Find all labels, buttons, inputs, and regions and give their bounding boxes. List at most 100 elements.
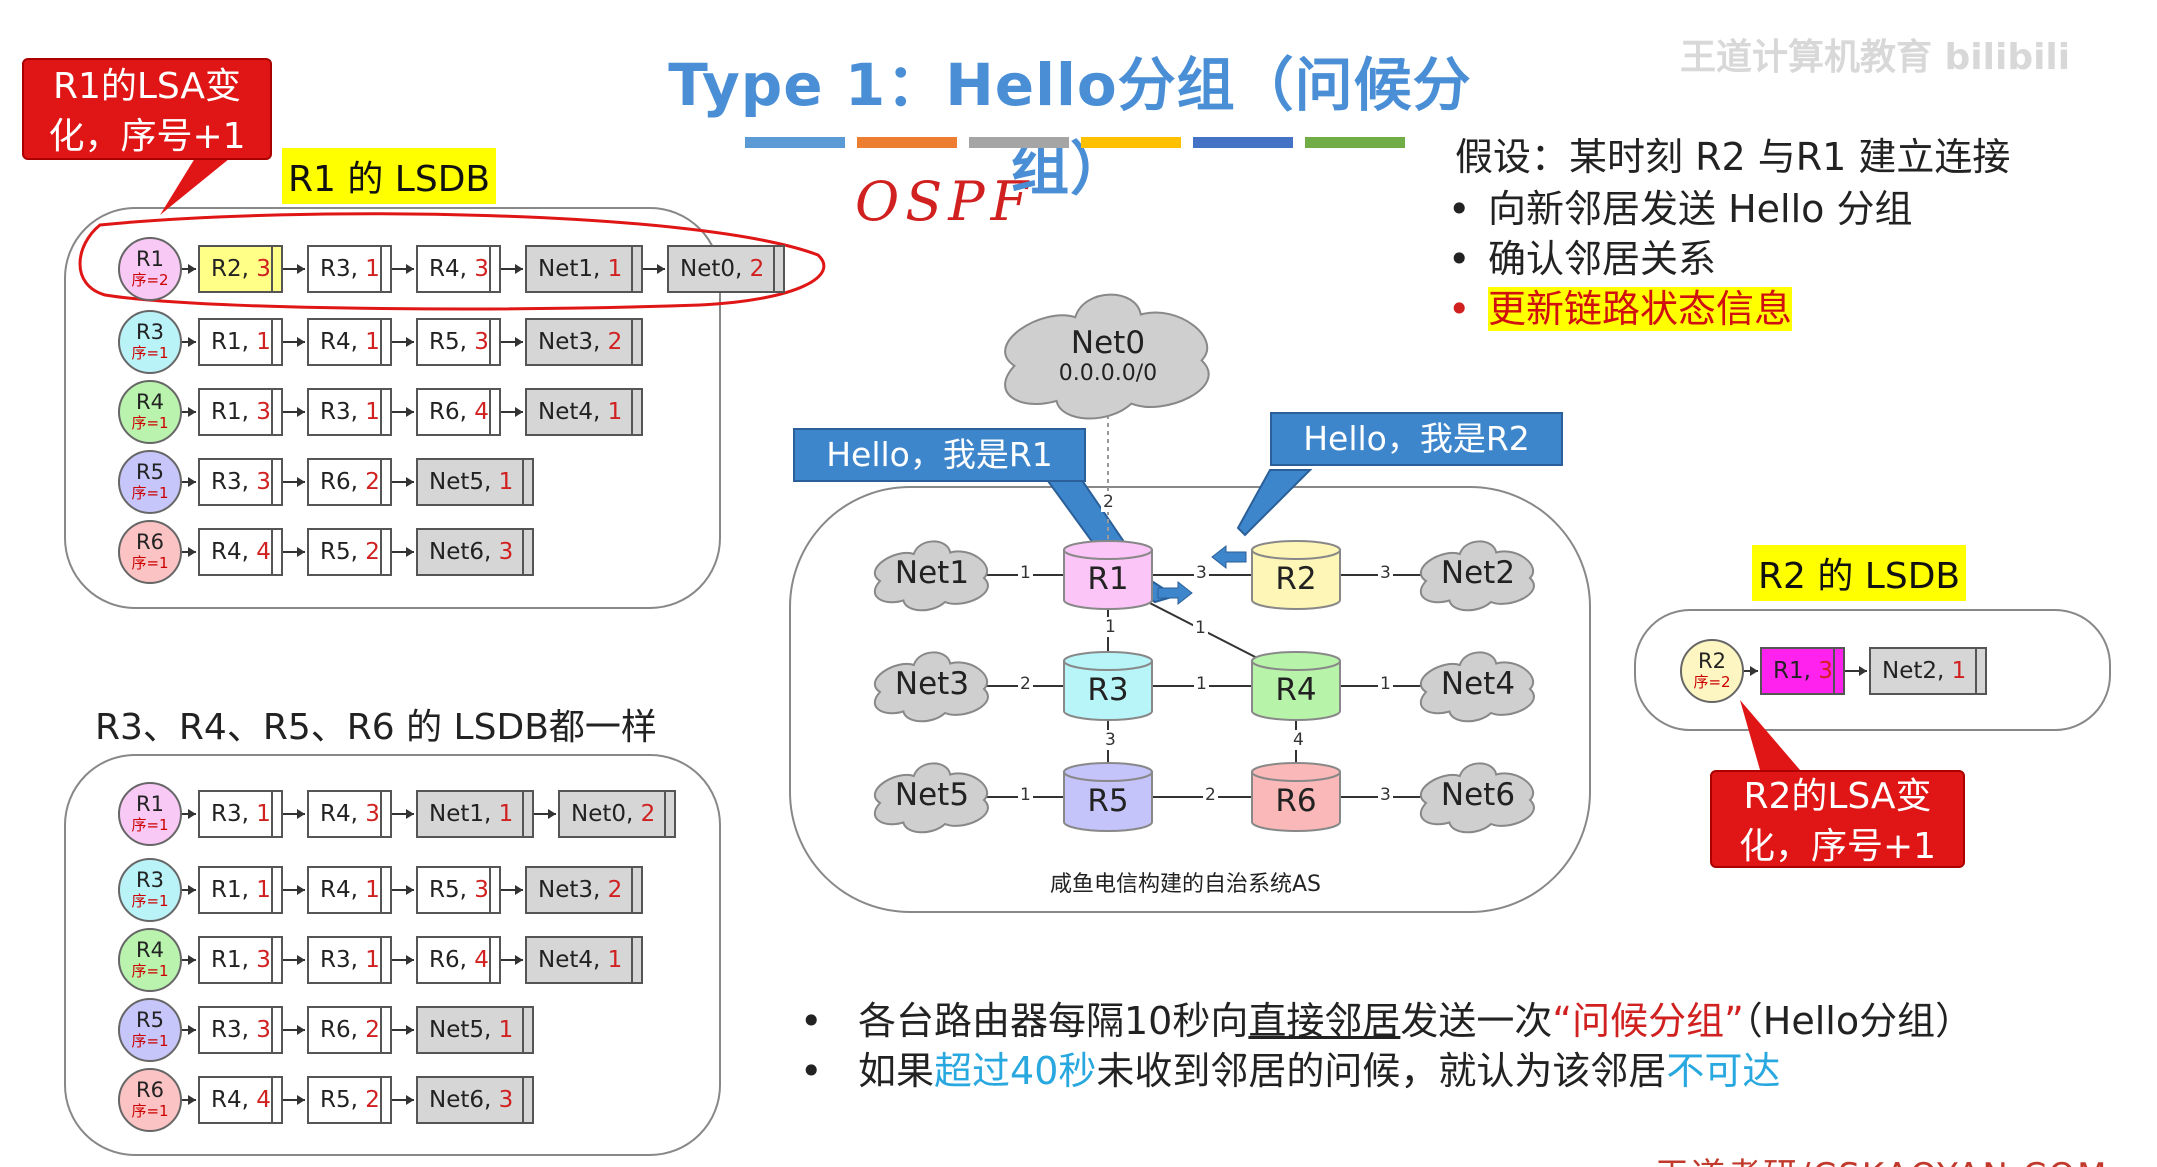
lsa-entry: R4, 3: [307, 790, 392, 838]
lsa-neighbor: R2,: [211, 256, 257, 282]
lsa-entry: Net3, 2: [525, 866, 643, 914]
sequence-number: 序=1: [131, 484, 169, 502]
lsa-entry: R4, 4: [198, 528, 283, 576]
note1-b: 直接邻居: [1248, 999, 1401, 1043]
cloud-net5: [873, 762, 989, 834]
step-3: •更新链路状态信息: [1448, 287, 1793, 331]
lsa-neighbor: R3,: [211, 1017, 257, 1043]
net0-name: Net0: [1070, 325, 1146, 361]
arrow-head: [406, 885, 414, 895]
lsa-entry: R1, 3: [1760, 647, 1845, 695]
arrow-head: [297, 955, 305, 965]
lsa-cost: 3: [256, 947, 271, 973]
lsa-entry: R3, 1: [307, 936, 392, 984]
sequence-number: 序=1: [131, 1032, 169, 1050]
lsa-neighbor: R1,: [211, 947, 257, 973]
lsa-entry: Net4, 1: [525, 936, 643, 984]
callout-r2: R2的LSA变化，序号+1: [1710, 770, 1965, 868]
lsa-cost: 4: [256, 539, 271, 565]
assumption-text: 假设：某时刻 R2 与R1 建立连接: [1455, 135, 2011, 179]
lsa-cost: 1: [607, 947, 623, 973]
lsa-neighbor: R4,: [320, 329, 366, 355]
timeout-note: •如果超过40秒未收到邻居的问候，就认为该邻居不可达: [800, 1049, 1781, 1093]
step-1: •向新邻居发送 Hello 分组: [1448, 187, 1913, 231]
router-cylinder-top: [1063, 540, 1153, 560]
arrow-head: [406, 1025, 414, 1035]
lsa-neighbor: R4,: [429, 256, 475, 282]
lsa-entry: Net3, 2: [525, 318, 643, 366]
link-cost: 1: [1378, 674, 1393, 694]
lsa-entry: R1, 3: [198, 936, 283, 984]
lsa-cost: 1: [607, 399, 623, 425]
lsa-entry: R6, 2: [307, 458, 392, 506]
lsa-neighbor: R4,: [320, 801, 366, 827]
sequence-number: 序=2: [1693, 673, 1731, 691]
link-cost: 3: [1103, 730, 1118, 750]
link-cost: 1: [1018, 785, 1033, 805]
cloud-label: Net4: [1440, 666, 1516, 702]
arrow-head: [297, 547, 305, 557]
lsa-cost: 2: [365, 1087, 380, 1113]
router-label: R6: [1275, 783, 1317, 819]
lsa-cost: 1: [1951, 658, 1967, 684]
lsa-entry: Net6, 3: [416, 528, 534, 576]
lsa-entry: R4, 1: [307, 866, 392, 914]
lsa-cost: 1: [365, 877, 380, 903]
lsa-entry: R5, 2: [307, 1076, 392, 1124]
lsa-entry: R3, 3: [198, 458, 283, 506]
lsa-entry: Net0, 2: [558, 790, 676, 838]
arrow-head: [188, 1025, 196, 1035]
link-cost: 1: [1193, 618, 1208, 638]
color-bar-segment: [1305, 137, 1405, 148]
lsa-neighbor: R6,: [429, 947, 475, 973]
lsa-neighbor: Net5,: [429, 469, 499, 495]
cloud-net2: [1419, 540, 1535, 612]
lsa-neighbor: Net0,: [680, 256, 750, 282]
lsa-cost: 2: [365, 469, 380, 495]
lsa-cost: 4: [474, 399, 489, 425]
arrow-head: [406, 264, 414, 274]
router-name: R6: [136, 530, 164, 554]
lsa-cost: 3: [474, 877, 489, 903]
color-bar-segment: [857, 137, 957, 148]
arrow-head: [1859, 666, 1867, 676]
router-name: R4: [136, 938, 164, 962]
lsa-cost: 2: [607, 877, 623, 903]
lsa-entry: R6, 4: [416, 936, 501, 984]
net0-cloud: [1004, 293, 1210, 420]
lsa-entry: R1, 1: [198, 318, 283, 366]
lsa-cost: 2: [640, 801, 656, 827]
arrow-head: [1750, 666, 1758, 676]
router-label: R1: [1087, 561, 1129, 597]
arrow-head: [188, 337, 196, 347]
watermark: 王道计算机教育 bilibili: [1680, 37, 2071, 78]
lsa-neighbor: R5,: [429, 329, 475, 355]
as-boundary: [789, 486, 1591, 913]
link-cost: 3: [1194, 563, 1209, 583]
lsa-cost: 3: [256, 469, 271, 495]
lsa-cost: 1: [256, 877, 271, 903]
router-cylinder: [1251, 771, 1341, 832]
lsa-neighbor: R3,: [320, 947, 366, 973]
color-bar-segment: [745, 137, 845, 148]
router-name: R3: [136, 868, 164, 892]
router-label: R4: [1275, 672, 1317, 708]
router-name: R5: [136, 460, 164, 484]
lsa-entry: R6, 4: [416, 388, 501, 436]
lsa-neighbor: Net3,: [538, 329, 608, 355]
note2-d: 不可达: [1666, 1049, 1781, 1093]
lsa-cost: 2: [749, 256, 765, 282]
router-label: R2: [1275, 561, 1317, 597]
note2-a: 如果: [858, 1049, 935, 1093]
lsa-neighbor: R5,: [429, 877, 475, 903]
arrow-head: [406, 407, 414, 417]
lsa-cost: 3: [365, 801, 380, 827]
router-cylinder: [1251, 549, 1341, 610]
lsa-neighbor: R1,: [211, 399, 257, 425]
lsa-cost: 2: [365, 1017, 380, 1043]
router-name: R3: [136, 320, 164, 344]
lsa-neighbor: Net6,: [429, 539, 499, 565]
note2-c: 未收到邻居的问候，就认为该邻居: [1096, 1049, 1667, 1093]
